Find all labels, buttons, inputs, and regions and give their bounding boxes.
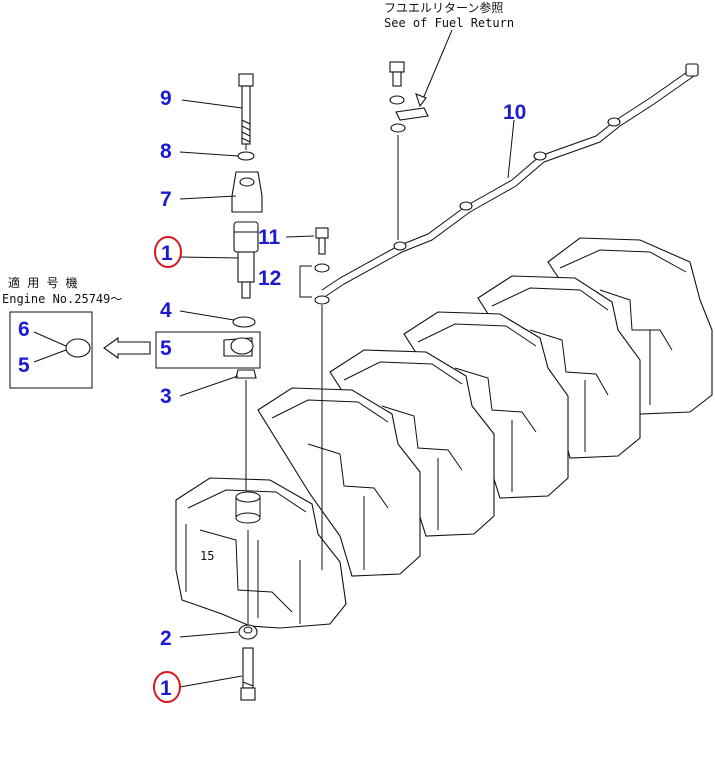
callout-1-top: 1	[161, 242, 173, 265]
svg-text:15: 15	[200, 549, 214, 563]
callout-9: 9	[160, 87, 172, 110]
nut-part-2	[238, 624, 258, 640]
callout-1-bottom: 1	[160, 677, 172, 700]
callout-5-inset: 5	[18, 354, 30, 377]
seal-part-5	[155, 331, 261, 369]
arrow-to-inset	[103, 336, 151, 360]
callout-4: 4	[160, 299, 172, 322]
bolt-part-11	[315, 227, 329, 255]
washer-part-12	[314, 263, 330, 305]
engine-number-note: Engine No.25749～	[2, 292, 122, 306]
callout-12: 12	[258, 267, 281, 290]
stud-part-1	[240, 647, 256, 701]
washer-part-8	[237, 151, 255, 161]
bolt-part-9	[238, 73, 254, 145]
fuel-return-hardware	[389, 61, 429, 133]
callout-11: 11	[258, 226, 281, 249]
fuel-pipe-part-10	[321, 63, 699, 297]
callout-8: 8	[160, 140, 172, 163]
inset-detail-box	[9, 311, 93, 389]
leader-lines	[179, 29, 515, 688]
o-ring-part-4	[232, 316, 256, 328]
callout-7: 7	[160, 188, 172, 211]
fuel-return-note-en: See of Fuel Return	[384, 16, 514, 30]
callout-10: 10	[503, 101, 526, 124]
applicable-note-jp: 適 用 号 機	[8, 275, 78, 290]
callout-3: 3	[160, 385, 172, 408]
gasket-part-3	[235, 369, 257, 379]
highlight-circle-top	[154, 236, 182, 268]
highlight-circle-bottom	[153, 671, 181, 703]
callout-5: 5	[160, 337, 172, 360]
clamp-part-7	[231, 171, 263, 213]
cylinder-head-assembly: 15	[175, 237, 713, 629]
callout-6-inset: 6	[18, 318, 30, 341]
fuel-return-note-jp: フユエルリターン参照	[384, 0, 503, 15]
callout-2: 2	[160, 627, 172, 650]
injector-part-1	[233, 221, 259, 299]
